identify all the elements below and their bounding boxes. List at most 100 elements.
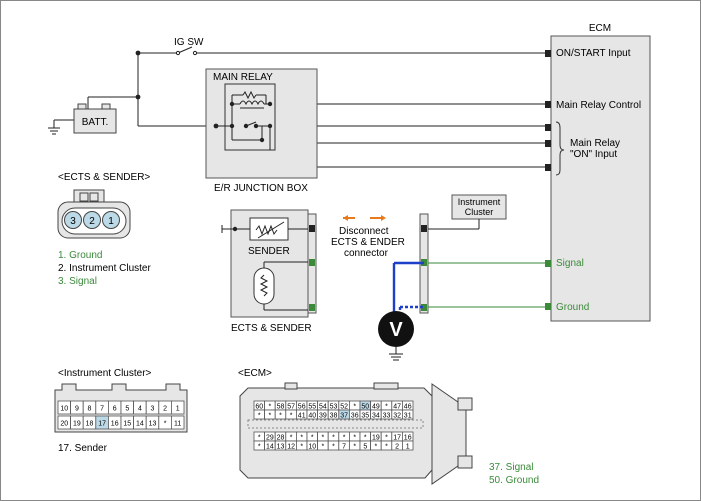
sender-element bbox=[249, 217, 289, 241]
pin-number: 10 bbox=[308, 444, 316, 451]
pin-number: * bbox=[279, 413, 282, 420]
ecm-main-relay-on-label-2: "ON" Input bbox=[570, 149, 617, 160]
pin-number: 60 bbox=[255, 404, 263, 411]
pin-number: 11 bbox=[174, 421, 181, 428]
pin-number: 15 bbox=[123, 421, 131, 428]
ects-connector-title: <ECTS & SENDER> bbox=[58, 172, 150, 183]
pin-number: 38 bbox=[330, 413, 338, 420]
pin-cell bbox=[401, 440, 414, 451]
pin-number: * bbox=[269, 413, 272, 420]
pin-number: 7 bbox=[342, 444, 346, 451]
pin-number: 4 bbox=[138, 406, 142, 413]
ecm-connector-title: <ECM> bbox=[238, 368, 272, 379]
pin-number: * bbox=[258, 413, 261, 420]
pin-number: * bbox=[353, 404, 356, 411]
ecm-pin-relay-on-3 bbox=[545, 164, 551, 171]
pin-number: 35 bbox=[361, 413, 369, 420]
pin-number: 12 bbox=[287, 444, 295, 451]
ecm-main-relay-on-label-1: Main Relay bbox=[570, 138, 620, 149]
pin-number: * bbox=[300, 444, 303, 451]
instrument-cluster-label-1: Instrument bbox=[458, 197, 501, 207]
pin-number: 37 bbox=[340, 413, 348, 420]
pin-number: * bbox=[322, 435, 325, 442]
ecm-legend-signal: 37. Signal bbox=[489, 462, 533, 473]
pin-number: * bbox=[258, 435, 261, 442]
pin-number: 2 bbox=[395, 444, 399, 451]
pin-number: * bbox=[322, 444, 325, 451]
junction-box-label: E/R JUNCTION BOX bbox=[214, 183, 308, 194]
pin-number: * bbox=[343, 435, 346, 442]
ects-pin-2 bbox=[83, 211, 101, 229]
sender-label: SENDER bbox=[248, 246, 290, 257]
ecm-signal-label: Signal bbox=[556, 258, 584, 269]
pin-number: * bbox=[300, 435, 303, 442]
ects-sensor-label: ECTS & SENDER bbox=[231, 323, 312, 334]
ig-sw-label: IG SW bbox=[174, 37, 204, 48]
pin-number: * bbox=[353, 444, 356, 451]
main-relay-label: MAIN RELAY bbox=[213, 72, 273, 83]
ects-legend-cluster: 2. Instrument Cluster bbox=[58, 263, 151, 274]
voltmeter-label: V bbox=[389, 319, 403, 341]
battery-box bbox=[73, 108, 117, 134]
pin-number: 46 bbox=[404, 404, 412, 411]
junction-box: MAIN RELAY E/R JUNCTION BOX bbox=[205, 68, 318, 194]
pin-number: 19 bbox=[372, 435, 380, 442]
pin-number: 34 bbox=[372, 413, 380, 420]
pin-number: 28 bbox=[277, 435, 285, 442]
pin-number: 8 bbox=[88, 406, 92, 413]
ecm-on-start-input-label: ON/START Input bbox=[556, 48, 631, 59]
pin-number: 40 bbox=[308, 413, 316, 420]
pin-number: * bbox=[364, 435, 367, 442]
pin-number: * bbox=[385, 404, 388, 411]
pin-number: 13 bbox=[149, 421, 157, 428]
pin-cell bbox=[170, 400, 185, 415]
pin-number: * bbox=[269, 404, 272, 411]
pin-number: * bbox=[385, 435, 388, 442]
pin-number: 1 bbox=[176, 406, 180, 413]
junction-dot bbox=[135, 94, 141, 100]
pin-number: * bbox=[385, 444, 388, 451]
harness-pin bbox=[421, 225, 427, 232]
cluster-legend: 17. Sender bbox=[58, 443, 108, 454]
switch-contact bbox=[192, 50, 198, 56]
pin-number: 17 bbox=[393, 435, 401, 442]
battery-terminal bbox=[77, 103, 87, 110]
pin-number: 56 bbox=[298, 404, 306, 411]
ects-pin-label: 3 bbox=[70, 216, 76, 227]
ecm-pin-relay-on-1 bbox=[545, 124, 551, 131]
ects-pin-label: 2 bbox=[89, 216, 95, 227]
pin-number: 55 bbox=[308, 404, 316, 411]
disconnect-label-1: Disconnect bbox=[339, 226, 389, 237]
pin-number: 53 bbox=[330, 404, 338, 411]
pin-number: * bbox=[290, 413, 293, 420]
ecm-pin-on-start bbox=[545, 50, 551, 57]
pin-number: 19 bbox=[73, 421, 81, 428]
pin-number: 6 bbox=[113, 406, 117, 413]
pin-number: * bbox=[353, 435, 356, 442]
harness-pin bbox=[421, 304, 427, 311]
pin-number: 47 bbox=[393, 404, 401, 411]
pin-number: 5 bbox=[125, 406, 129, 413]
pin-number: 5 bbox=[363, 444, 367, 451]
ecm-pin-ground bbox=[545, 303, 551, 310]
ects-pin-1 bbox=[102, 211, 120, 229]
ecm-module: ECM ON/START Input Main Relay Control Ma… bbox=[545, 23, 651, 322]
ecm-legend-ground: 50. Ground bbox=[489, 475, 539, 486]
disconnect-label-3: connector bbox=[344, 248, 389, 259]
cluster-connector-title: <Instrument Cluster> bbox=[58, 368, 152, 379]
pin-number: 39 bbox=[319, 413, 327, 420]
ecm-title: ECM bbox=[589, 23, 611, 34]
pin-number: * bbox=[258, 444, 261, 451]
pin-number: 16 bbox=[404, 435, 412, 442]
pin-number: * bbox=[290, 435, 293, 442]
pin-number: * bbox=[332, 444, 335, 451]
pin-number: 54 bbox=[319, 404, 327, 411]
pin-number: 1 bbox=[406, 444, 410, 451]
pin-number: 29 bbox=[266, 435, 274, 442]
ects-legend-ground: 1. Ground bbox=[58, 250, 102, 261]
voltmeter: V bbox=[378, 311, 414, 361]
instrument-cluster-box bbox=[451, 194, 507, 220]
